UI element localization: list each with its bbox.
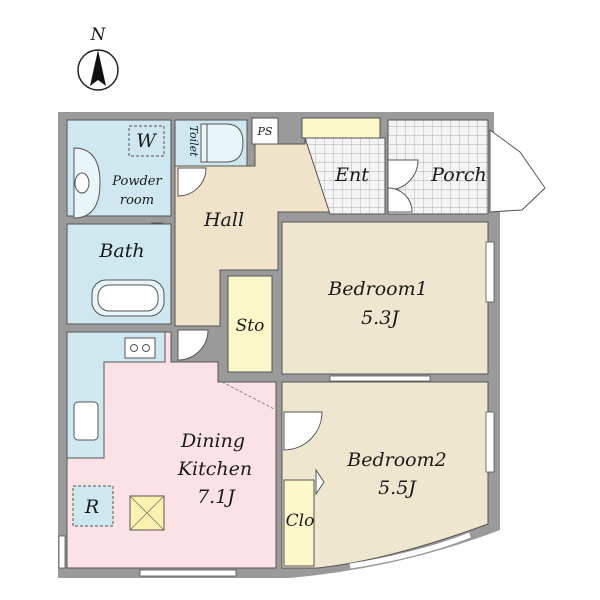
label-bedroom1-size: 5.3J [361,307,400,329]
stove-burner [142,344,150,352]
compass: N [77,25,119,91]
compass-north-label: N [90,25,107,45]
door-swings [177,159,419,496]
window [349,532,471,569]
label-dining-size: 7.1J [197,486,236,508]
label-toilet: Toilet [187,125,200,157]
refrigerator-space [72,485,114,527]
window [139,569,237,577]
bathtub-inner [97,284,159,312]
closet [283,479,315,567]
label-bedroom2-size: 5.5J [378,477,417,499]
label-dining: Dining [180,430,245,452]
kitchen-door [177,329,209,361]
sink-icon [73,401,99,441]
dining-kitchen [66,331,277,569]
entrance-door-right [387,187,413,213]
dining-dashed-line [221,381,277,411]
stove-icon [124,337,156,359]
window [485,241,495,303]
shoe-cabinet [301,117,381,139]
label-bath: Bath [98,240,144,262]
toilet-door [177,167,207,197]
label-ps: PS [257,125,273,138]
closet-door [315,468,325,496]
label-clo: Clo [286,511,315,531]
label-porch: Porch [430,164,486,186]
label-kitchen: Kitchen [177,458,252,480]
label-bedroom1-name: Bedroom1 [327,278,427,300]
label-w: W [136,130,157,152]
window [58,535,66,569]
washer-space [128,125,165,157]
hatch-cross [129,495,165,531]
windows [58,241,495,577]
window [329,375,431,382]
label-powder-room-line2: room [120,193,154,208]
toilet-bowl-icon [205,123,244,163]
hall [174,137,331,327]
label-sto: Sto [236,316,265,336]
basin-bowl [74,172,90,194]
label-hall: Hall [203,209,244,231]
label-powder-room-line1: Powder [111,174,162,189]
porch-gate [489,129,546,213]
label-r: R [84,496,99,518]
stove-burner [130,344,138,352]
compass-arrow-icon [90,50,106,86]
storage-closet [227,275,273,373]
bedroom2 [281,381,489,569]
label-bedroom2-name: Bedroom2 [346,449,446,471]
label-ent: Ent [334,164,369,186]
bedroom2-door [283,411,323,451]
window [485,411,495,473]
toilet-tank [200,123,208,163]
